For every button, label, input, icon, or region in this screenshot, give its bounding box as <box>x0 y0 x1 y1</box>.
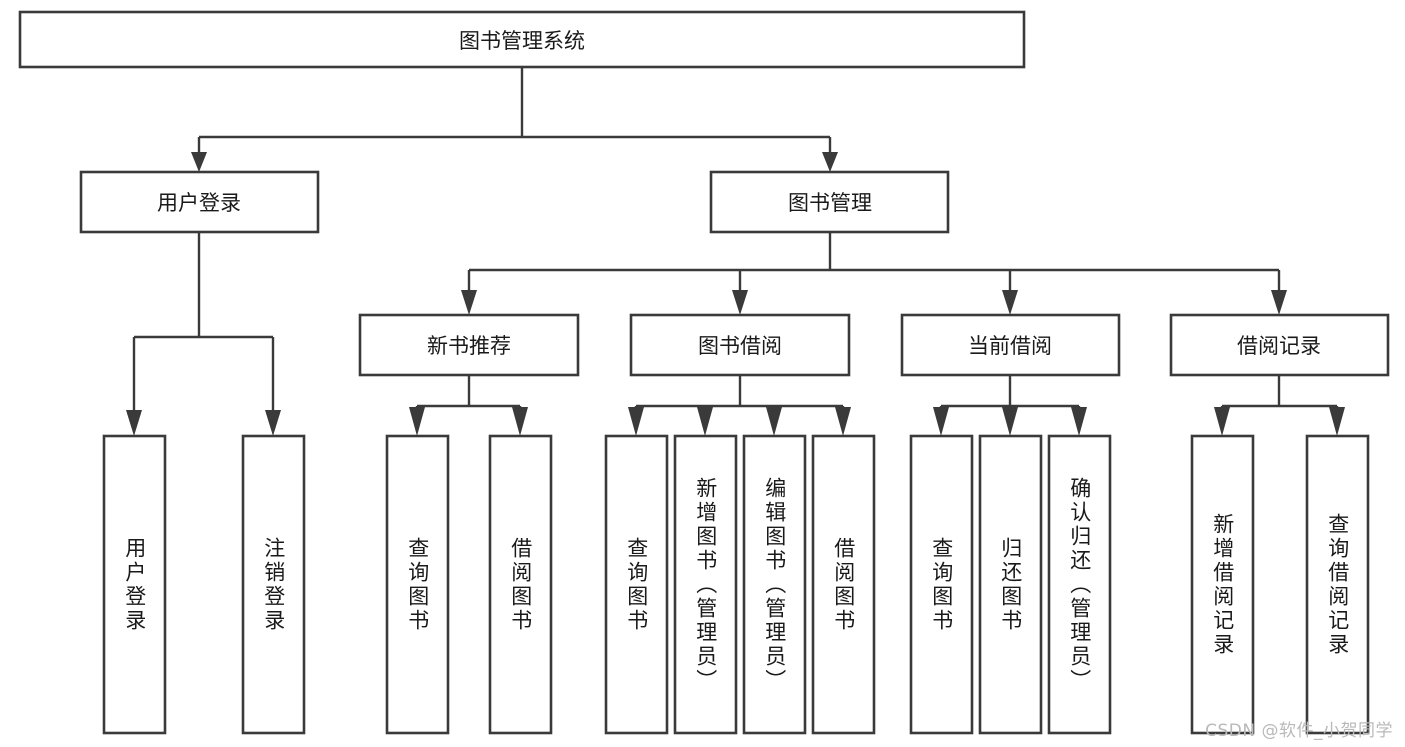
arrow-head-leaf-add-book <box>697 407 713 436</box>
arrow-head-book-borrow <box>732 290 748 315</box>
leaf-box-user-login[interactable] <box>102 434 167 735</box>
leaf-box-user-logout[interactable] <box>241 434 306 735</box>
leaf-box-query-book-3[interactable] <box>909 434 974 735</box>
node-book-borrow[interactable]: 图书借阅 <box>629 313 851 377</box>
connector-new-book-recommend-to-leaves <box>409 375 528 436</box>
arrow-head-book-management <box>822 152 838 172</box>
node-borrow-record[interactable]: 借阅记录 <box>1169 313 1390 377</box>
connector-book-management-to-level3 <box>461 232 1287 315</box>
connector-root-to-level2 <box>191 67 838 172</box>
new-book-recommend-box[interactable] <box>358 313 580 377</box>
arrow-head-leaf-query-book-1 <box>409 407 425 436</box>
leaf-box-return-book[interactable] <box>978 434 1043 735</box>
arrow-head-leaf-add-record <box>1214 407 1230 436</box>
node-current-borrow[interactable]: 当前借阅 <box>900 313 1121 377</box>
leaf-box-query-book-1[interactable] <box>385 434 450 735</box>
arrow-head-leaf-borrow-book-2 <box>835 407 851 436</box>
arrow-head-leaf-query-book-2 <box>628 407 644 436</box>
leaf-box-confirm-return[interactable] <box>1047 434 1112 735</box>
arrow-head-borrow-record <box>1271 290 1287 315</box>
leaf-box-query-record[interactable] <box>1305 434 1370 735</box>
arrow-head-leaf-user-login <box>126 410 142 436</box>
arrow-head-leaf-confirm-return <box>1071 407 1087 436</box>
leaf-box-borrow-book-2[interactable] <box>811 434 876 735</box>
arrow-head-leaf-query-book-3 <box>933 407 949 436</box>
book-management-box[interactable] <box>709 170 950 234</box>
connector-user-login-to-leaves <box>126 232 281 436</box>
leaf-box-query-book-2[interactable] <box>604 434 669 735</box>
node-root[interactable]: 图书管理系统 <box>18 10 1026 69</box>
connector-borrow-record-to-leaves <box>1214 375 1345 436</box>
current-borrow-box[interactable] <box>900 313 1121 377</box>
connector-book-borrow-to-leaves <box>628 375 851 436</box>
root-box[interactable] <box>18 10 1026 69</box>
leaf-box-add-record[interactable] <box>1190 434 1255 735</box>
arrow-head-leaf-user-logout <box>265 410 281 436</box>
book-borrow-label: 图书借阅 <box>698 334 782 358</box>
leaf-box-edit-book[interactable] <box>742 434 807 735</box>
arrow-head-leaf-query-record <box>1329 407 1345 436</box>
borrow-record-label: 借阅记录 <box>1237 334 1321 358</box>
current-borrow-label: 当前借阅 <box>968 334 1052 358</box>
arrow-head-leaf-edit-book <box>766 407 782 436</box>
new-book-recommend-label: 新书推荐 <box>427 334 511 358</box>
arrow-head-user-login <box>191 152 207 172</box>
arrow-head-new-book-recommend <box>461 290 477 315</box>
connector-current-borrow-to-leaves <box>933 375 1087 436</box>
leaf-box-borrow-book-1[interactable] <box>488 434 553 735</box>
arrow-head-leaf-borrow-book-1 <box>512 407 528 436</box>
arrow-head-leaf-return-book <box>1002 407 1018 436</box>
book-borrow-box[interactable] <box>629 313 851 377</box>
user-login-label: 用户登录 <box>157 191 241 215</box>
root-label: 图书管理系统 <box>459 29 585 53</box>
node-new-book-recommend[interactable]: 新书推荐 <box>358 313 580 377</box>
arrow-head-current-borrow <box>1002 290 1018 315</box>
borrow-record-box[interactable] <box>1169 313 1390 377</box>
leaf-box-add-book[interactable] <box>673 434 738 735</box>
node-user-login[interactable]: 用户登录 <box>79 170 320 234</box>
book-management-label: 图书管理 <box>788 191 872 215</box>
csdn-watermark: CSDN @软件_小贺同学 <box>1205 721 1393 741</box>
node-book-management[interactable]: 图书管理 <box>709 170 950 234</box>
